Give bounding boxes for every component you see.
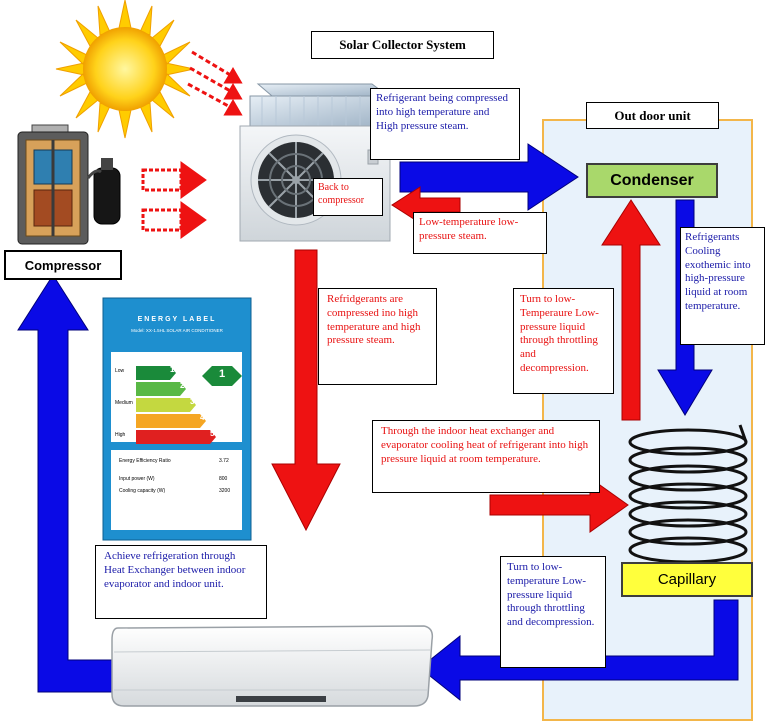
- energy-label-text: ENERGY LABEL Model: XX-1.5HL SOLAR AIR C…: [103, 298, 251, 540]
- condenser-box: Condenser: [586, 163, 718, 198]
- energy-grade-3: 3: [190, 397, 195, 406]
- outdoor-unit-label: Out door unit: [586, 102, 719, 129]
- blue-arrow-to-condenser: [399, 143, 579, 211]
- efficiency-ratio-label: Energy Efficiency Ratio: [119, 458, 171, 464]
- note-turn-low-temp-bottom: Turn to low-temperature Low-pressure liq…: [500, 556, 606, 668]
- note-achieve-refrigeration: Achieve refrigeration through Heat Excha…: [95, 545, 267, 619]
- energy-label-card: [102, 297, 252, 541]
- blue-arrow-indoor-to-compressor: [17, 274, 131, 693]
- outdoor-ac-unit-icon: [239, 83, 391, 242]
- cooling-capacity-label: Cooling capacity (W): [119, 488, 166, 494]
- energy-grade-1: 1: [170, 365, 175, 374]
- energy-label-subheader: Model: XX-1.5HL SOLAR AIR CONDITIONER: [131, 328, 223, 333]
- energy-grade-5: 5: [210, 429, 215, 438]
- note-compressed-high-temp: Refrigerant being compressed into high t…: [370, 88, 520, 160]
- red-arrow-up-to-condenser: [601, 199, 661, 421]
- sun-icon: [55, 0, 195, 139]
- efficiency-ratio-value: 3.72: [219, 458, 229, 464]
- note-refrigerants-cooling: Refrigerants Cooling exothemic into high…: [680, 227, 765, 345]
- input-power-value: 800: [219, 476, 228, 482]
- energy-label-standard: Standard: GB 12021.3-2004: [148, 520, 206, 525]
- note-refridgerants-compressed: Refridgerants are compressed ino high te…: [318, 288, 437, 385]
- input-power-label: Input power (W): [119, 476, 155, 482]
- energy-current-grade: 1: [219, 368, 226, 380]
- note-back-to-compressor: Back to compressor: [313, 178, 383, 216]
- note-low-temp-steam: Low-temperature low-pressure steam.: [413, 212, 547, 254]
- note-indoor-exchanger: Through the indoor heat exchanger and ev…: [372, 420, 600, 493]
- energy-grade-2: 2: [180, 381, 185, 390]
- compressor-icon: [17, 124, 121, 245]
- note-turn-low-temp-top: Turn to low-Temperaure Low-pressure liqu…: [513, 288, 614, 394]
- red-arrow-down-to-indoor: [271, 249, 341, 532]
- solar-collector-title: Solar Collector System: [311, 31, 494, 59]
- compressor-output-arrows: [141, 161, 207, 239]
- energy-label-header: ENERGY LABEL: [137, 316, 217, 323]
- sun-ray-arrows: [187, 50, 243, 116]
- compressor-label: Compressor: [4, 250, 122, 280]
- energy-level-high: High: [115, 432, 126, 438]
- indoor-ac-unit-icon: [111, 625, 434, 707]
- energy-grade-4: 4: [200, 413, 205, 422]
- blue-arrow-capillary-to-indoor: [419, 599, 739, 702]
- energy-level-low: Low: [115, 368, 125, 374]
- energy-level-medium: Medium: [115, 400, 133, 406]
- cooling-capacity-value: 3200: [219, 488, 231, 494]
- capillary-box: Capillary: [621, 562, 753, 597]
